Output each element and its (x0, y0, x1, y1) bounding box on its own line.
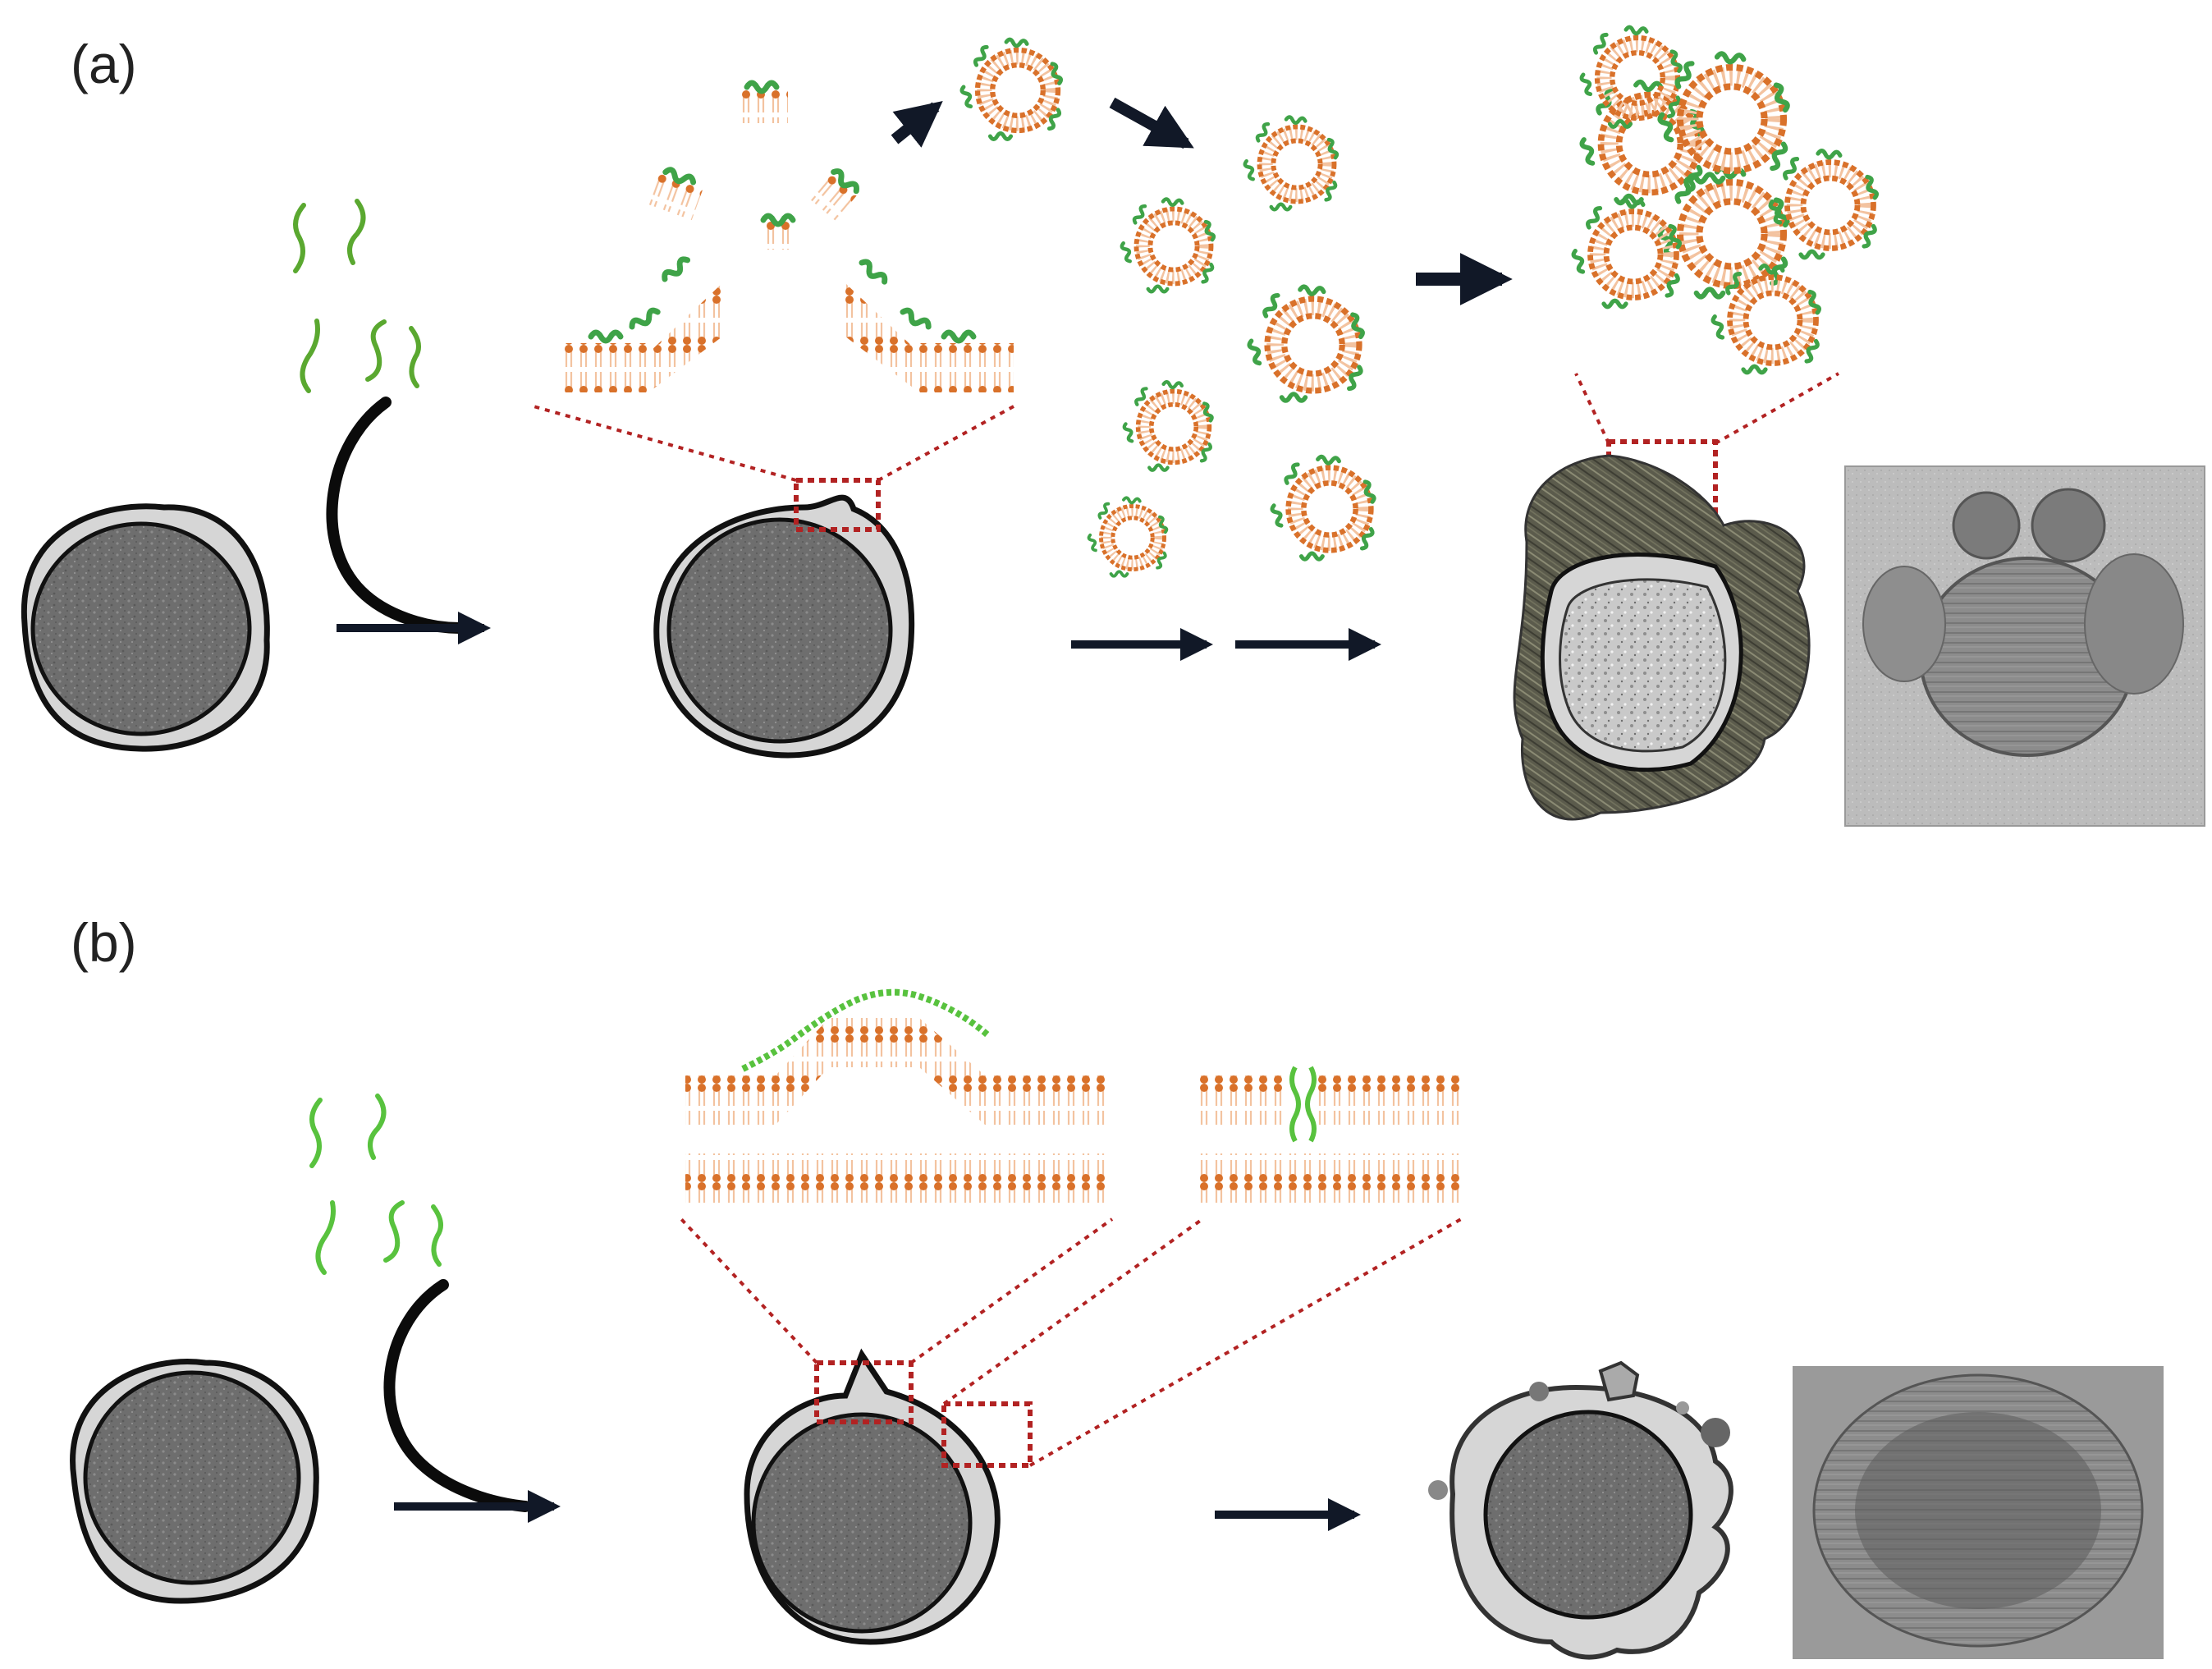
flow-arrow (1109, 97, 1194, 149)
blebbing-cell-icon (1428, 1360, 1733, 1660)
lipid-bilayer-icon (685, 988, 1461, 1203)
micelle-icon (1088, 117, 1376, 576)
treatment-arrow (326, 397, 491, 644)
bacterial-cell-icon (70, 1359, 319, 1604)
panel-label-b: (b) (71, 912, 137, 973)
micelle-icon (1573, 27, 1878, 373)
flow-arrow (891, 101, 943, 148)
lipid-bilayer-icon (558, 83, 1014, 392)
zoom-lines (533, 405, 1014, 482)
lysed-cell-icon (1513, 454, 1811, 821)
micelle-icon (961, 39, 1062, 140)
tem-micrograph (1844, 465, 2205, 827)
zoom-lines (680, 1217, 1462, 1467)
bacterial-cell-icon (21, 503, 270, 752)
bacterial-cell-icon (744, 1348, 1033, 1645)
antimicrobial-peptide-icon (293, 199, 421, 393)
treatment-arrow (383, 1279, 561, 1523)
panel-label-a: (a) (71, 34, 137, 94)
bacterial-cell-icon (653, 478, 915, 759)
antimicrobial-peptide-icon (309, 1094, 443, 1275)
tem-micrograph (1793, 1366, 2164, 1659)
